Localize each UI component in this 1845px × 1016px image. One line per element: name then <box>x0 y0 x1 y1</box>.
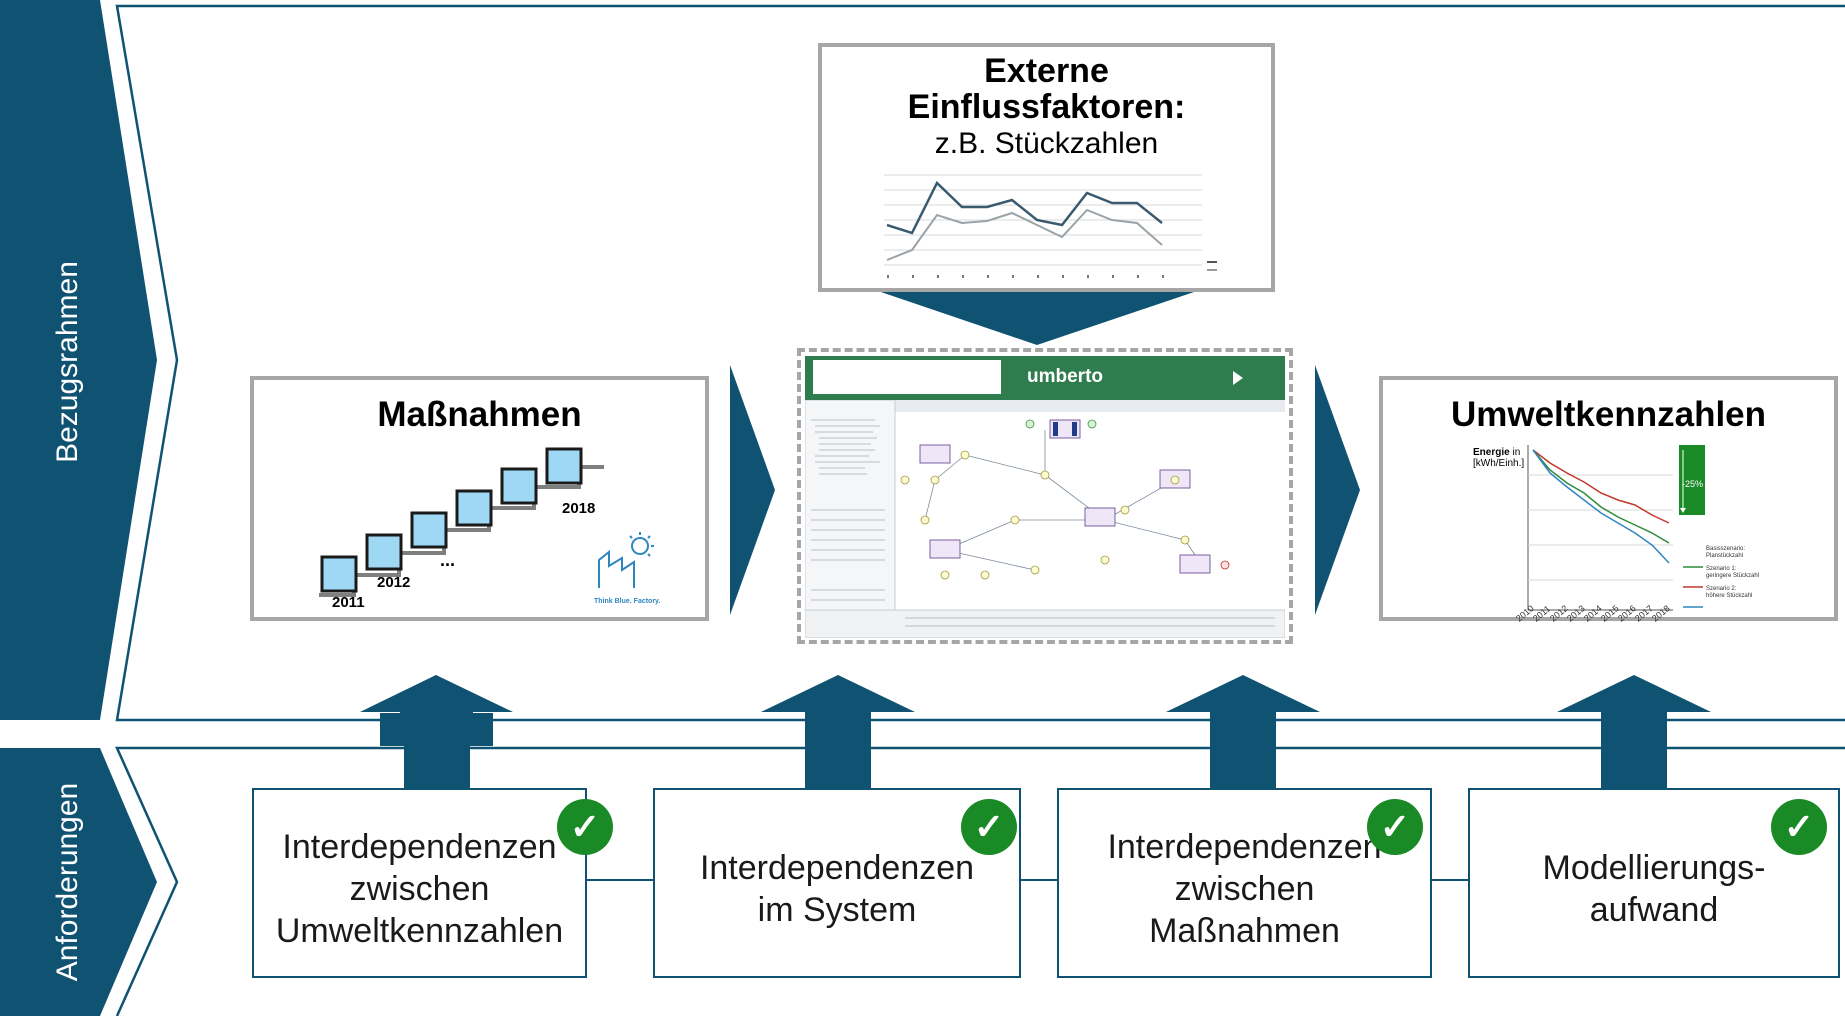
legend-basis-line2: Planstückzahl <box>1706 553 1744 559</box>
reduction-label: -25% <box>1682 479 1704 489</box>
check-icon: ✓ <box>557 799 613 855</box>
req1-line1: Interdependenzen <box>282 828 557 866</box>
sidebar-bottom-chevron <box>0 748 157 1016</box>
year-2018: 2018 <box>562 500 596 517</box>
req1-line3: Umweltkennzahlen <box>275 912 564 950</box>
up-arrow-1 <box>360 675 513 712</box>
umweltkennzahlen-box: Umweltkennzahlen Energie in [kWh/Einh.] … <box>1379 376 1838 624</box>
think-blue-logo: Think Blue. Factory. <box>594 598 661 605</box>
external-title-line1: Externe <box>984 52 1109 90</box>
umberto-workspace <box>805 400 1285 638</box>
step-square-4 <box>455 489 493 527</box>
legend-basis: Basisszenario: Planstückzahl <box>1706 546 1745 560</box>
umwelt-ylabel-unit: [kWh/Einh.] <box>1473 458 1525 469</box>
req4-line1: Modellierungs- <box>1542 849 1766 887</box>
legend-szenario-1: Szenario 1: geringere Stückzahl <box>1706 566 1759 580</box>
year-2012: 2012 <box>377 574 411 591</box>
requirement-box-1: Interdependenzen zwischen Umweltkennzahl… <box>252 788 587 978</box>
req3-line3: Maßnahmen <box>1149 912 1340 950</box>
series-szenario-1 <box>1532 449 1670 524</box>
external-factors-box: Externe Einflussfaktoren: z.B. Stückzahl… <box>818 43 1275 292</box>
umberto-screenshot: umberto <box>805 356 1285 638</box>
legend-s2-line1: Szenario 2: <box>1706 586 1737 592</box>
up-arrows <box>360 675 1711 790</box>
step-square-5 <box>500 467 538 505</box>
umwelt-ylabel: Energie in [kWh/Einh.] <box>1473 447 1524 469</box>
req2-line1: Interdependenzen <box>699 849 975 887</box>
years-ellipsis: ... <box>440 550 456 570</box>
umwelt-ylabel-main: Energie <box>1473 447 1510 458</box>
play-icon[interactable] <box>1231 370 1245 386</box>
mini-series-2 <box>886 208 1163 261</box>
external-title-line2: Einflussfaktoren: <box>907 88 1186 126</box>
req4-line2: aufwand <box>1589 891 1719 929</box>
legend-basis-line1: Basisszenario: <box>1706 546 1746 552</box>
massnahmen-box: Maßnahmen 2011 2012 ... 2018 Think Blue.… <box>250 376 709 621</box>
series-szenario-2 <box>1532 449 1670 564</box>
staircase-illustration <box>319 447 604 597</box>
check-icon: ✓ <box>1367 799 1423 855</box>
mini-series-1 <box>886 180 1163 235</box>
umberto-logo: umberto <box>1027 366 1103 387</box>
legend-s2-line2: höhere Stückzahl <box>1706 593 1753 599</box>
umberto-frame <box>797 348 1293 644</box>
umwelt-mini-chart <box>1527 445 1705 611</box>
sidebar-top-chevron <box>0 0 157 720</box>
check-icon: ✓ <box>961 799 1017 855</box>
external-mini-chart <box>884 174 1217 278</box>
external-down-arrow <box>875 290 1200 345</box>
bottom-frame <box>115 746 1845 1016</box>
legend-s1-line1: Szenario 1: <box>1706 566 1737 572</box>
req1-line2: zwischen <box>349 870 490 908</box>
req3-line1: Interdependenzen <box>1107 828 1382 866</box>
series-basis <box>1532 449 1670 544</box>
req3-line2: zwischen <box>1174 870 1315 908</box>
step-square-6 <box>545 447 583 485</box>
chevron-arrow-1 <box>730 365 775 615</box>
up-arrow-2 <box>761 675 915 712</box>
requirement-box-2: Interdependenzen im System <box>653 788 1021 978</box>
legend-s1-line2: geringere Stückzahl <box>1706 573 1760 579</box>
umwelt-title: Umweltkennzahlen <box>1450 395 1767 434</box>
sidebar-chevrons <box>0 0 157 1016</box>
legend-szenario-2: Szenario 2: höhere Stückzahl <box>1706 586 1752 600</box>
step-square-3 <box>410 511 448 549</box>
umberto-header: umberto <box>805 356 1285 400</box>
umberto-header-blank <box>813 360 1001 394</box>
year-2011: 2011 <box>332 594 365 611</box>
up-arrow-3 <box>1166 675 1320 712</box>
top-frame <box>115 4 1845 722</box>
massnahmen-title: Maßnahmen <box>377 395 582 434</box>
up-arrow-4 <box>1557 675 1711 712</box>
umwelt-ylabel-in: in <box>1512 447 1521 458</box>
req2-line2: im System <box>757 891 917 929</box>
step-square-1 <box>320 555 358 593</box>
factory-sun-icon <box>598 532 654 588</box>
external-subtitle: z.B. Stückzahlen <box>934 127 1159 160</box>
step-square-2 <box>365 533 403 571</box>
check-icon: ✓ <box>1771 799 1827 855</box>
chevron-arrow-2 <box>1315 365 1360 615</box>
